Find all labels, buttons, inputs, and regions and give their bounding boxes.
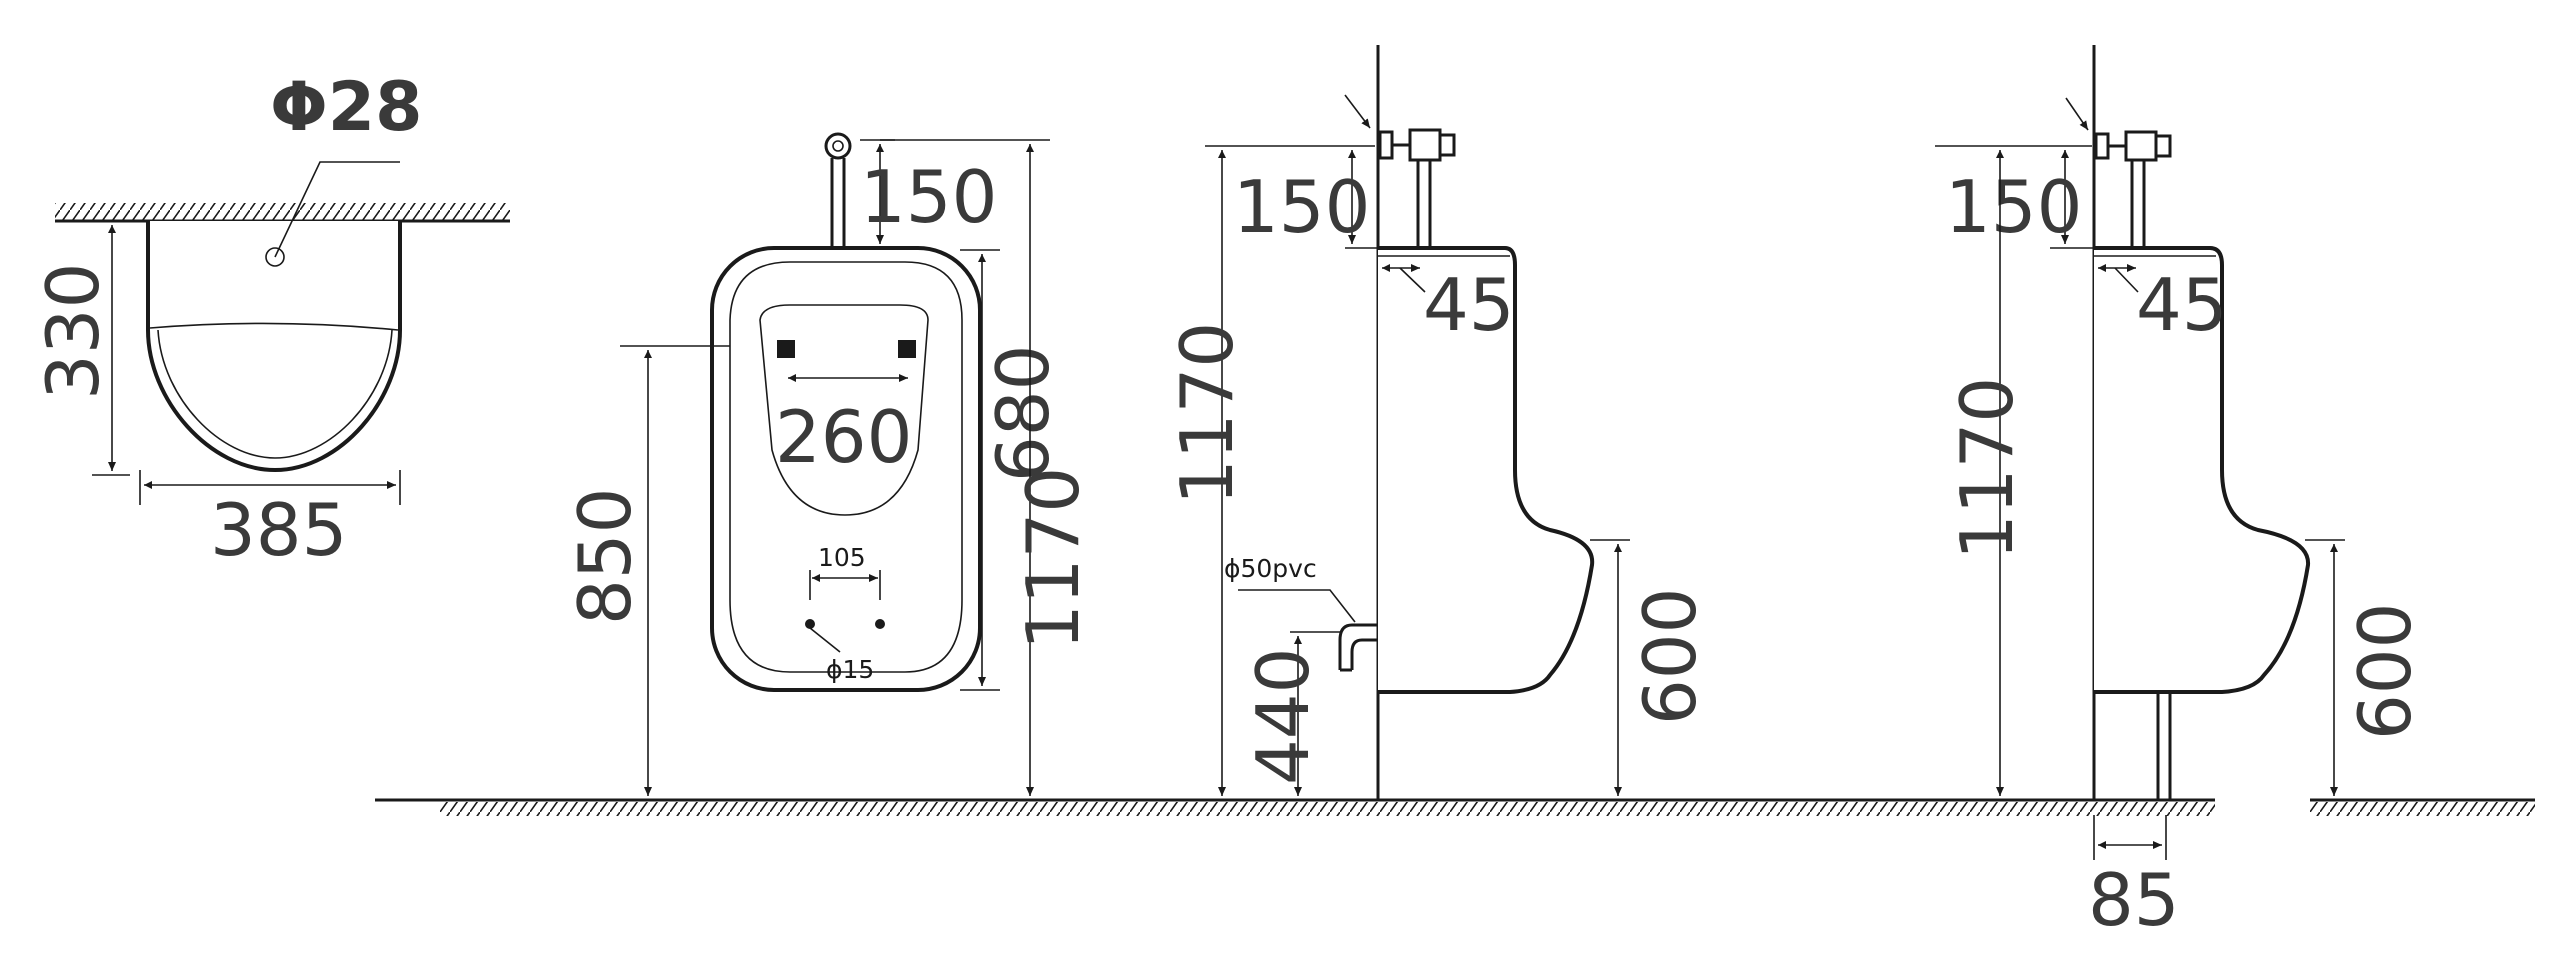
- front-inner-outline: [729, 261, 963, 673]
- pipe-offset-label: 45: [1423, 263, 1515, 347]
- bowl-rim-line: [149, 322, 399, 331]
- side-urinal-body: [1378, 246, 1595, 694]
- top-view: Φ28 330 385: [31, 68, 510, 572]
- flush-valve-icon: [2124, 130, 2158, 162]
- side-view-1: 150 45 1170 ϕ50pvc 440 600: [1165, 45, 1712, 800]
- pipe-hole-icon: [265, 247, 285, 267]
- depth-label: 330: [31, 263, 115, 400]
- flush-valve-icon: [824, 132, 852, 160]
- floor-hatch-right: [2310, 802, 2535, 816]
- flush-valve-icon: [1408, 128, 1442, 162]
- total-height-label: 1170: [1011, 467, 1095, 650]
- side-view-2: 150 45 1170 600 85: [1935, 45, 2427, 942]
- hole-diameter-label: ϕ15: [826, 655, 874, 684]
- sensor-left-icon: [777, 340, 795, 358]
- side-urinal-body: [2094, 246, 2311, 694]
- drain-height-label: 440: [1241, 648, 1325, 785]
- front-bowl-basin: [759, 304, 929, 516]
- body-height-label: 680: [981, 345, 1065, 482]
- bowl-inner-line: [157, 329, 393, 459]
- ceiling-hatch: [55, 203, 510, 221]
- floor: [375, 798, 2535, 816]
- hole-left-icon: [805, 619, 815, 629]
- total-height-label: 1170: [1165, 322, 1249, 505]
- inner-width-label: 260: [775, 395, 912, 479]
- total-height-label: 1170: [1945, 377, 2029, 560]
- mount-height-label: 850: [563, 488, 647, 625]
- pipe-height-label: 150: [1945, 165, 2082, 249]
- drain-offset-label: 85: [2088, 858, 2180, 942]
- pipe-height-label: 150: [860, 155, 997, 239]
- leader-line: [274, 161, 400, 258]
- drain-pipe-icon: [1338, 623, 1378, 670]
- lip-height-label: 600: [2343, 603, 2427, 740]
- width-label: 385: [210, 488, 347, 572]
- hole-spacing-label: 105: [818, 543, 866, 572]
- pipe-height-label: 150: [1233, 165, 1370, 249]
- pipe-diameter-label: Φ28: [270, 68, 422, 147]
- lip-height-label: 600: [1628, 588, 1712, 725]
- front-view: 260 105 ϕ15 150 680 1170 850: [563, 132, 1095, 796]
- hole-right-icon: [875, 619, 885, 629]
- pipe-offset-label: 45: [2136, 263, 2228, 347]
- floor-hatch: [440, 802, 2215, 816]
- top-view-bowl: [146, 221, 402, 473]
- sensor-right-icon: [898, 340, 916, 358]
- drain-pipe-label: ϕ50pvc: [1224, 554, 1317, 583]
